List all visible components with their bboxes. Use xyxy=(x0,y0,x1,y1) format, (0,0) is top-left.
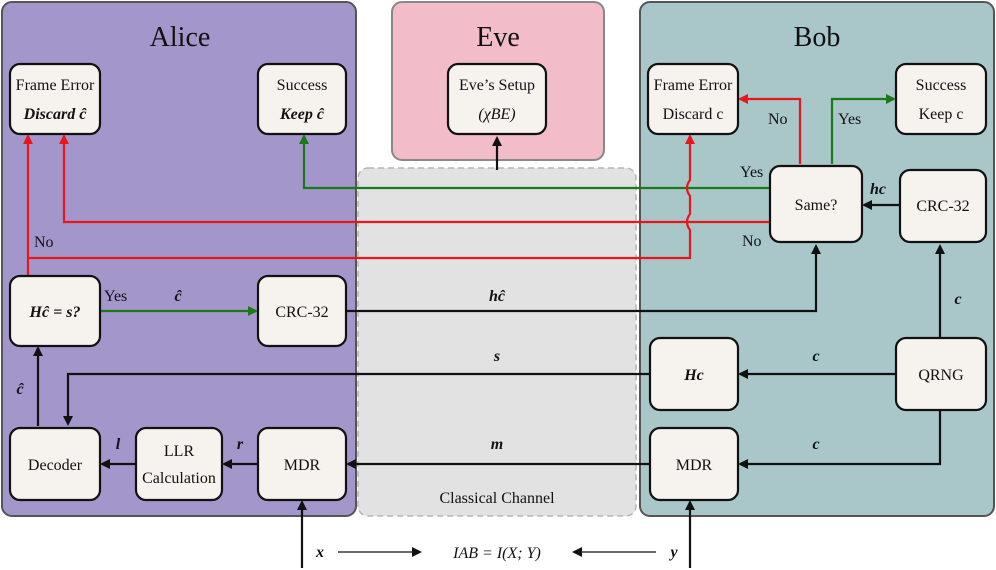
alice-llr-line1: LLR xyxy=(164,443,195,460)
edge-same-to-bob-success xyxy=(830,94,896,164)
edge-hchat-to-same xyxy=(346,244,821,313)
bob-mdr-label: MDR xyxy=(676,457,713,474)
label-c-qrng-mdr: c xyxy=(812,436,819,453)
bob-same-node: Same? xyxy=(768,164,864,244)
bob-qrng-node: QRNG xyxy=(894,336,988,412)
label-l: l xyxy=(116,436,121,453)
edge-s-to-decoder xyxy=(63,372,650,426)
eve-setup-line2: (χBE) xyxy=(478,106,515,123)
channel-region xyxy=(357,167,637,517)
bob-same-label: Same? xyxy=(795,197,838,214)
edge-same-to-bob-frame-error xyxy=(738,94,802,164)
label-m: m xyxy=(491,436,503,453)
alice-llr-line2: Calculation xyxy=(142,470,216,487)
bob-frame-error-line2: Discard c xyxy=(663,106,724,123)
alice-check-label: Hĉ = s? xyxy=(29,304,81,321)
bob-crc-node: CRC-32 xyxy=(898,168,988,244)
alice-llr-node: LLR Calculation xyxy=(134,426,224,502)
channel-label: Classical Channel xyxy=(439,490,555,507)
edge-same-no-to-alice-frame-error xyxy=(59,134,770,224)
label-yes-bob-mid: Yes xyxy=(740,164,763,181)
eve-setup-line1: Eve’s Setup xyxy=(459,77,535,94)
alice-frame-error-line1: Frame Error xyxy=(16,77,95,94)
label-c-qrng-crc: c xyxy=(954,291,961,308)
edge-qrng-to-mdr xyxy=(738,410,942,469)
label-no-bob-top: No xyxy=(768,111,788,128)
bob-success-line1: Success xyxy=(916,77,967,94)
label-h-c: hc xyxy=(870,181,886,198)
alice-check-node: Hĉ = s? xyxy=(8,274,102,348)
alice-frame-error-line2: Discard ĉ xyxy=(23,106,88,123)
label-yes-bob-top: Yes xyxy=(838,111,861,128)
label-s: s xyxy=(493,348,500,365)
label-h-chat: hĉ xyxy=(489,288,506,305)
alice-crc-node: CRC-32 xyxy=(256,274,348,348)
alice-success-node: Success Keep ĉ xyxy=(256,62,348,136)
label-chat-crc: ĉ xyxy=(174,288,182,305)
bob-success-line2: Keep c xyxy=(919,106,964,123)
edge-same-yes-to-alice-success xyxy=(299,134,770,190)
alice-success-line1: Success xyxy=(277,77,328,94)
label-no-alice: No xyxy=(34,234,54,251)
alice-crc-label: CRC-32 xyxy=(275,304,328,321)
label-mutual-info: IAB = I(X; Y) xyxy=(452,545,541,562)
eve-setup-node: Eve’s Setup (χBE) xyxy=(446,62,548,136)
bob-crc-label: CRC-32 xyxy=(916,198,969,215)
bob-title: Bob xyxy=(794,22,841,53)
label-no-bob-mid: No xyxy=(742,233,762,250)
alice-mdr-node: MDR xyxy=(256,426,348,502)
bob-qrng-label: QRNG xyxy=(918,367,964,384)
label-c-qrng-hc: c xyxy=(812,348,819,365)
alice-title: Alice xyxy=(150,22,211,53)
bob-frame-error-node: Frame Error Discard c xyxy=(646,62,740,136)
label-chat-decoder: ĉ xyxy=(16,381,24,398)
label-x: x xyxy=(315,544,324,561)
label-yes-alice: Yes xyxy=(104,288,127,305)
bob-hc-node: Hc xyxy=(648,336,740,412)
edge-check-no-to-bob-frame-error xyxy=(28,134,695,260)
eve-title: Eve xyxy=(476,22,520,53)
bob-mdr-node: MDR xyxy=(648,426,740,502)
bob-success-node: Success Keep c xyxy=(894,62,988,136)
label-r: r xyxy=(237,436,244,453)
alice-frame-error-node: Frame Error Discard ĉ xyxy=(8,62,102,136)
alice-mdr-label: MDR xyxy=(284,457,321,474)
label-y: y xyxy=(668,544,678,561)
bob-frame-error-line1: Frame Error xyxy=(654,77,733,94)
alice-success-line2: Keep ĉ xyxy=(279,106,325,123)
bob-hc-label: Hc xyxy=(683,367,704,384)
alice-decoder-node: Decoder xyxy=(8,426,102,502)
alice-decoder-label: Decoder xyxy=(28,457,83,474)
